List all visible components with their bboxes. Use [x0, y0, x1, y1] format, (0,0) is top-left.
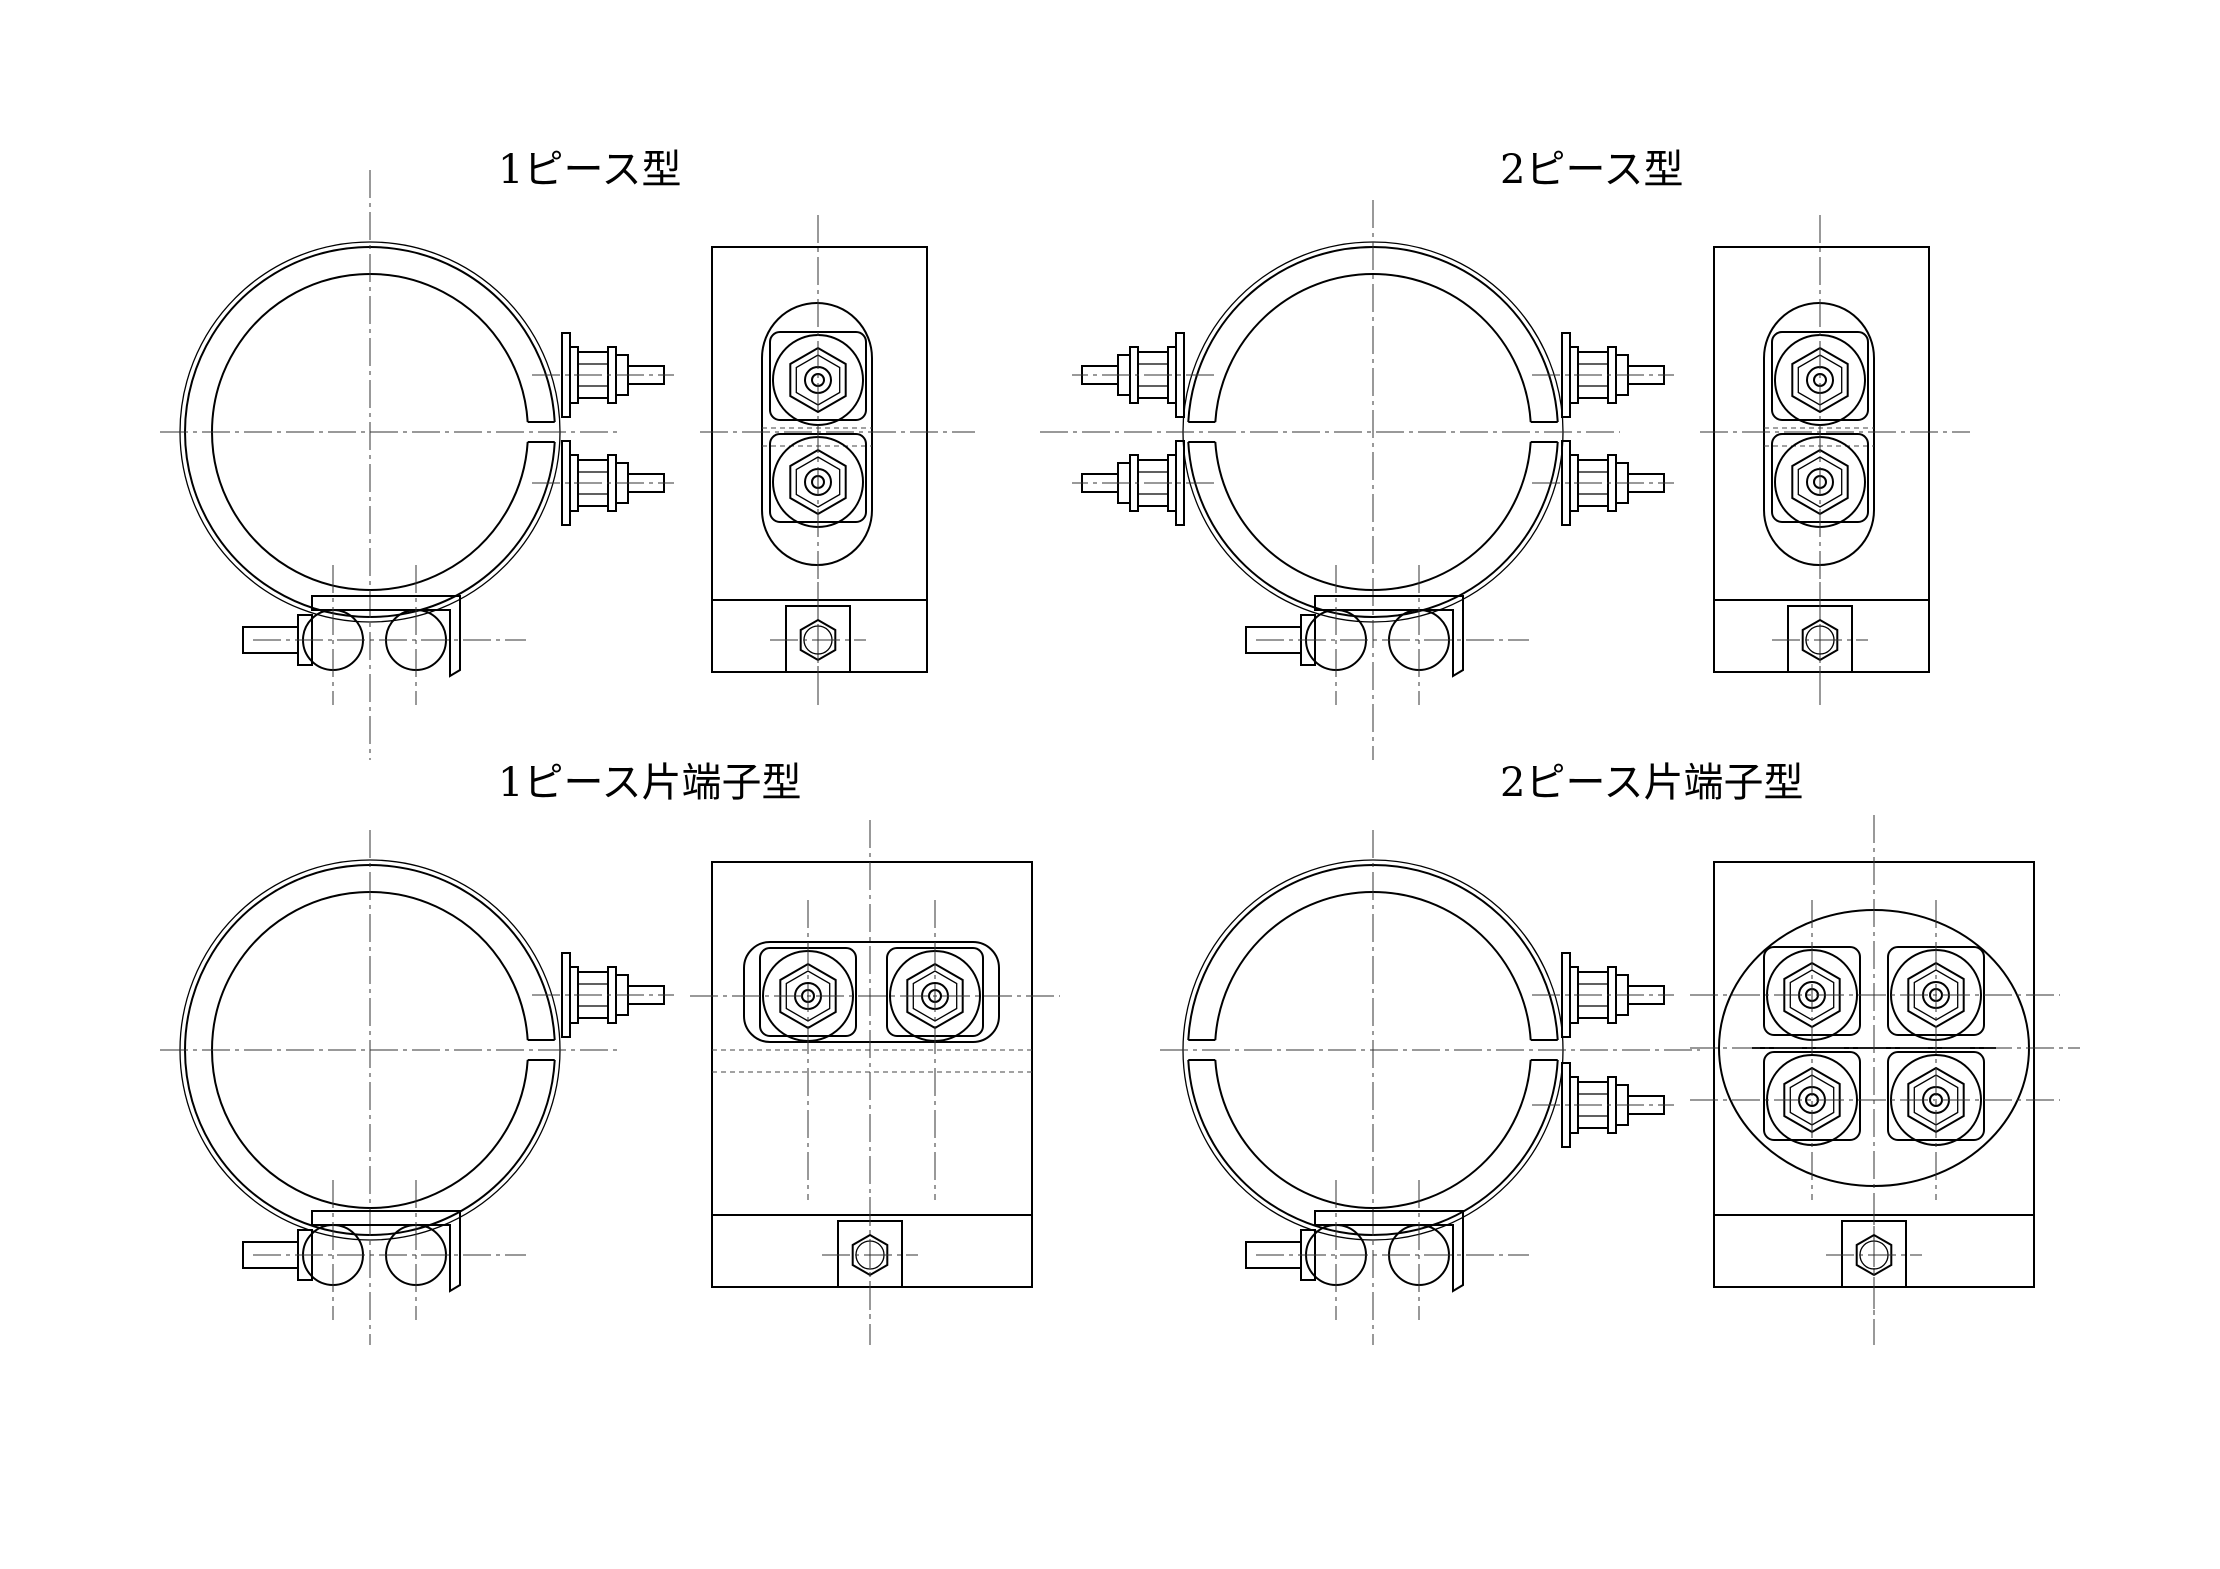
title-two-piece-single: 2ピース片端子型 [1500, 760, 1804, 806]
clamp-band [311, 1210, 461, 1293]
hex-nut [1797, 456, 1843, 508]
terminal-frame [1763, 302, 1875, 566]
hex-nut [1791, 346, 1849, 414]
title-one-piece-single: 1ピース片端子型 [498, 760, 802, 806]
view-two-piece-single [1160, 815, 2080, 1345]
side-body [711, 861, 1033, 1288]
side-body [1713, 246, 1930, 673]
view-two-piece [1040, 200, 1970, 760]
side-body [711, 246, 928, 673]
hex-nut [789, 346, 847, 414]
clamp-band [1314, 595, 1464, 678]
title-two-piece: 2ピース型 [1500, 147, 1684, 193]
clamp-band [1314, 1210, 1464, 1293]
hex-nut [795, 456, 841, 508]
view-one-piece [160, 170, 975, 760]
view-one-piece-single [160, 820, 1060, 1345]
terminal-frame [743, 941, 1000, 1043]
title-one-piece: 1ピース型 [498, 147, 682, 193]
clamp-band [311, 595, 461, 678]
terminal-frame [761, 302, 873, 566]
